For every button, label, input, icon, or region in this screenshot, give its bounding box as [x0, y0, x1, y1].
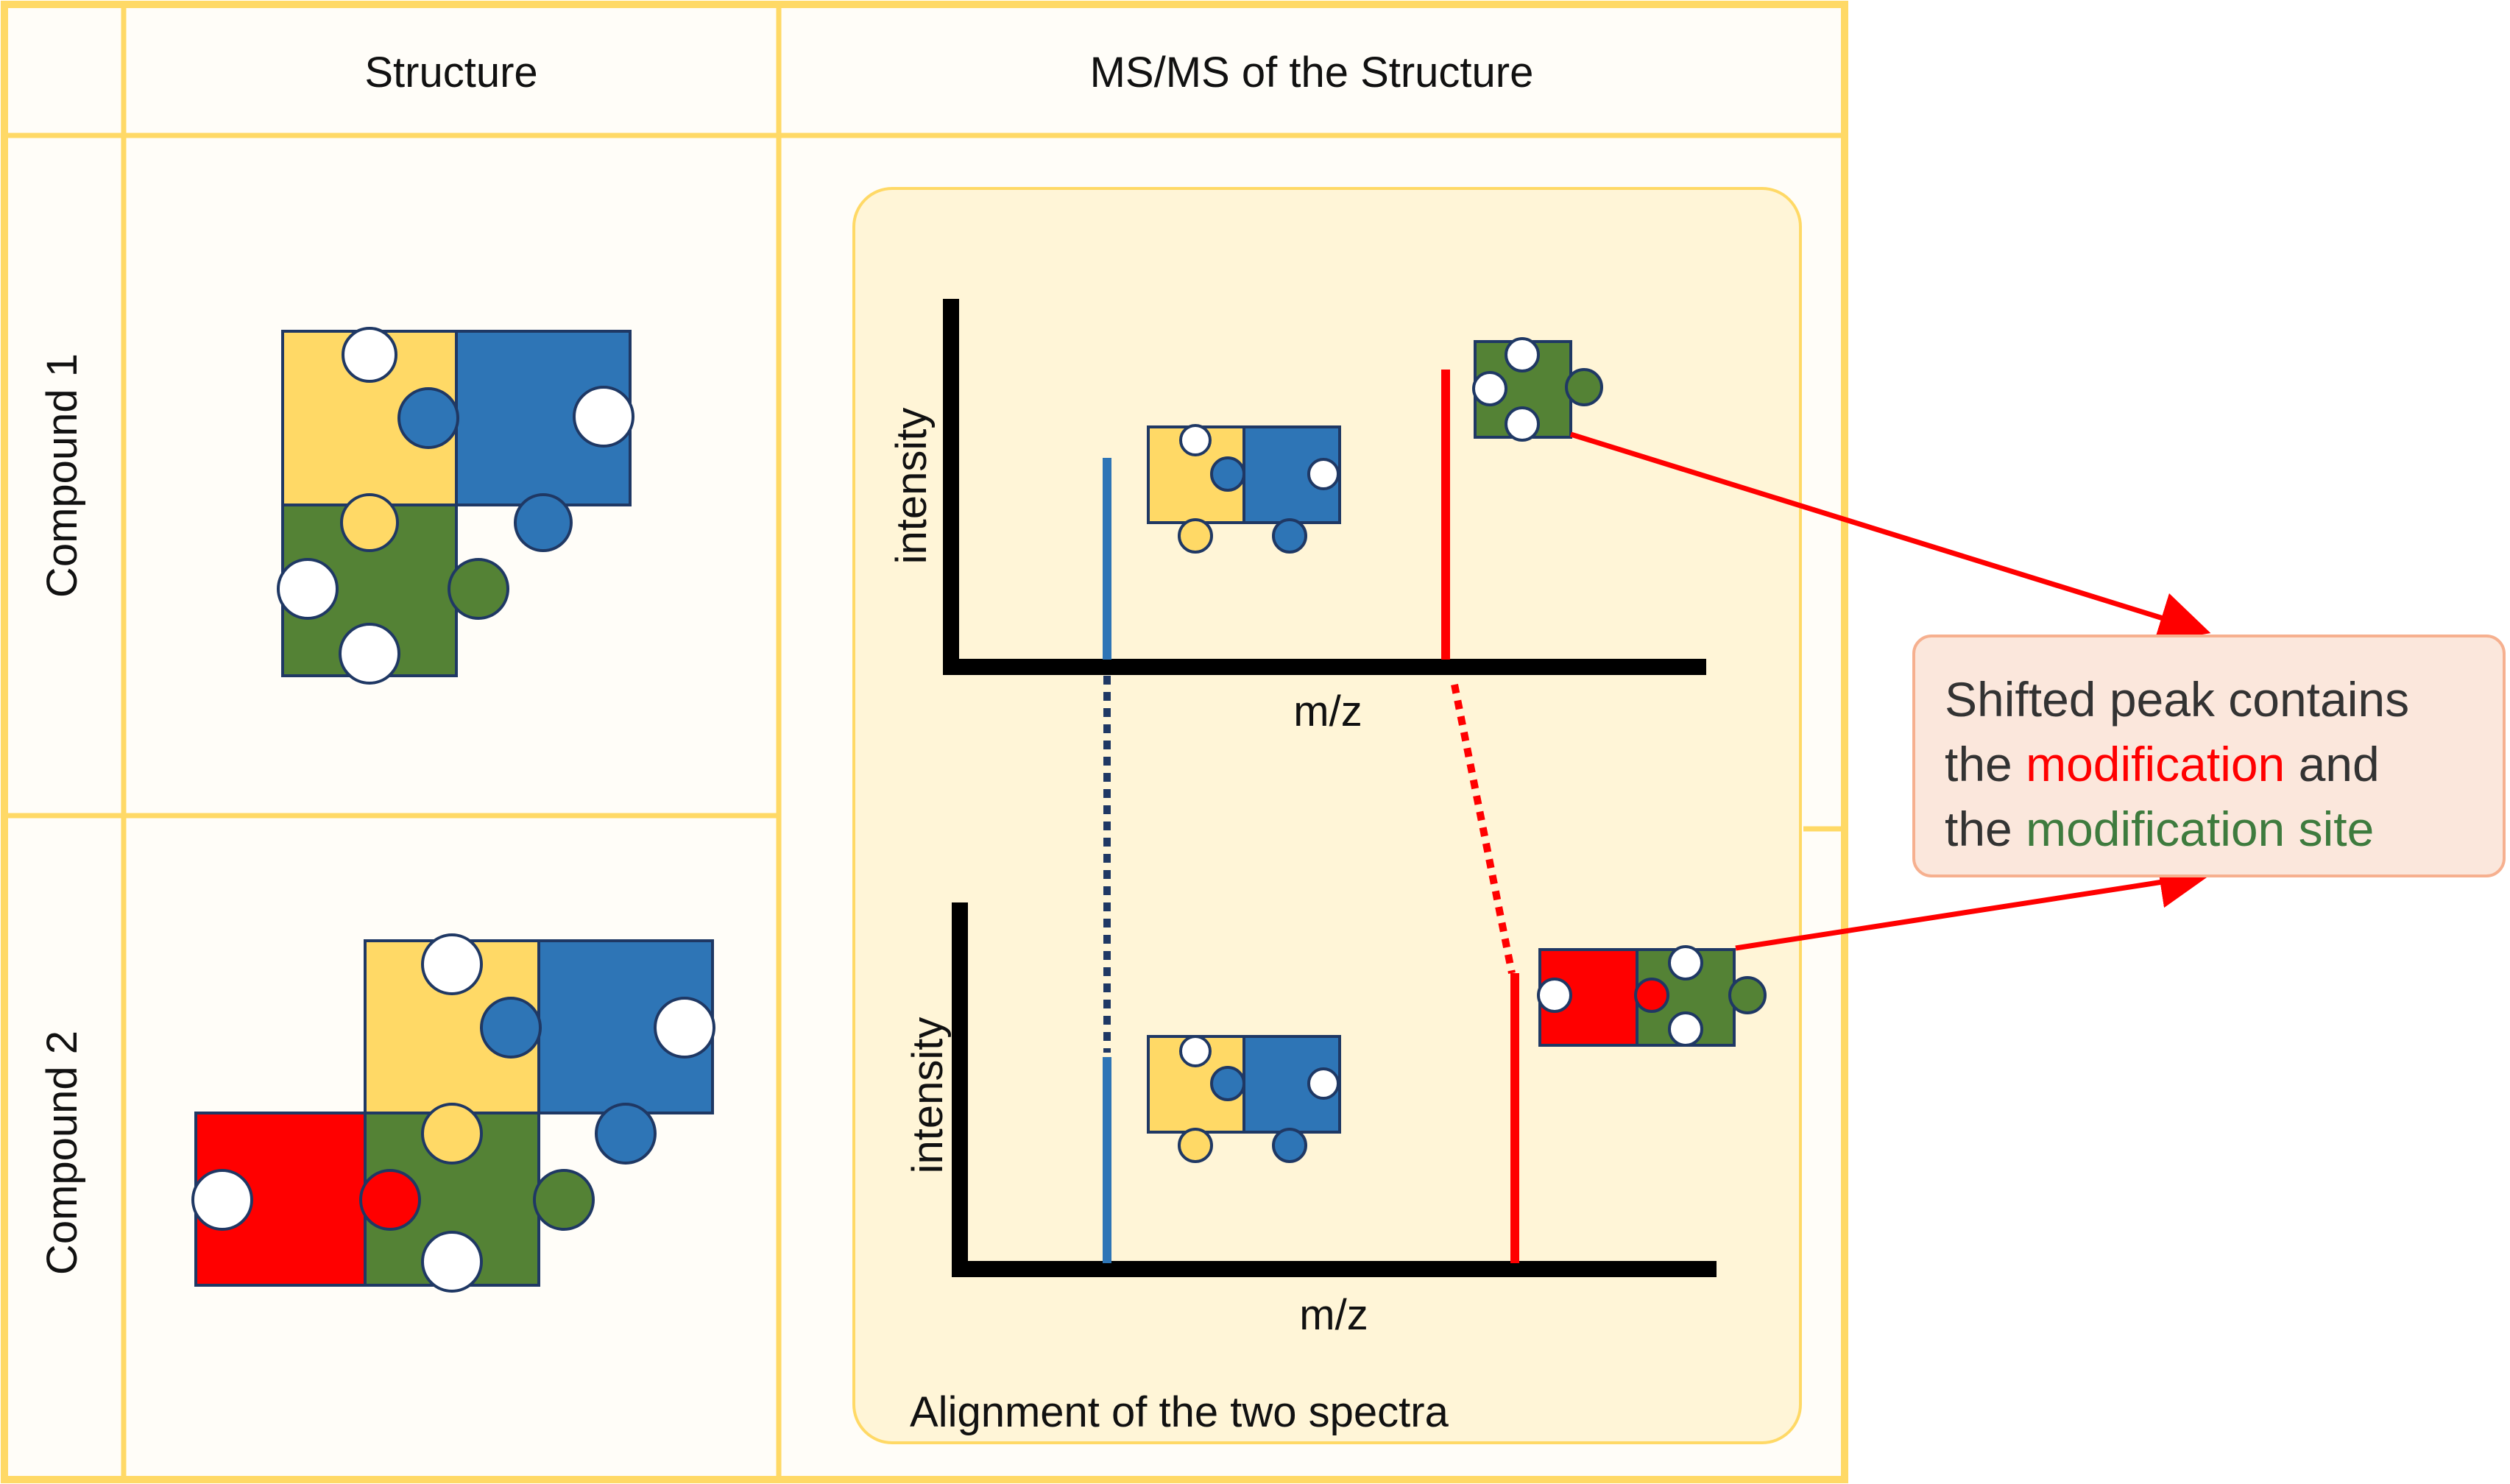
- row-label-compound-2: Compound 2: [38, 1031, 86, 1275]
- callout-line-2: the modification and: [1945, 732, 2488, 796]
- spectrum-2-ylabel: intensity: [904, 1017, 952, 1174]
- table-grid: [1, 1, 1848, 1483]
- spectra-panel: [852, 187, 1802, 1444]
- spectrum-1-fragment-yellow-blue: [1147, 424, 1341, 554]
- arrow-top-fragment: [1569, 431, 2211, 643]
- spectrum-1-axes: [943, 299, 1706, 675]
- arrow-bottom-fragment: [1735, 856, 2211, 951]
- spectrum-1-fragment-green: [1472, 337, 1603, 442]
- callout-line-1: Shifted peak contains: [1945, 667, 2488, 732]
- callout-line-3: the modification site: [1945, 796, 2488, 861]
- compound-2-structure: [191, 933, 715, 1293]
- row-label-compound-1: Compound 1: [38, 353, 86, 598]
- header-structure: Structure: [364, 49, 537, 96]
- spectrum-1-ylabel: intensity: [888, 408, 936, 565]
- callout-line-2-prefix: the: [1945, 737, 2026, 791]
- callout-modification-site-word: modification site: [2026, 802, 2375, 856]
- spectrum-2-fragment-red-green: [1537, 945, 1767, 1047]
- compound-1-structure: [277, 327, 634, 685]
- callout-line-1-text: Shifted peak contains: [1945, 672, 2410, 727]
- spectrum-1-xlabel: m/z: [1293, 688, 1362, 735]
- callout-modification-word: modification: [2026, 737, 2285, 791]
- red-peak-shift-line: [1451, 684, 1516, 974]
- spectrum-2-xlabel: m/z: [1299, 1291, 1368, 1339]
- callout-line-2-suffix: and: [2285, 737, 2380, 791]
- callout-line-3-prefix: the: [1945, 802, 2026, 856]
- shifted-peak-callout: Shifted peak contains the modification a…: [1912, 635, 2506, 877]
- spectra-caption: Alignment of the two spectra: [910, 1388, 1449, 1436]
- spectrum-2-fragment-yellow-blue: [1147, 1035, 1341, 1163]
- spectrum-2-axes: [952, 902, 1717, 1277]
- header-msms: MS/MS of the Structure: [1090, 49, 1534, 96]
